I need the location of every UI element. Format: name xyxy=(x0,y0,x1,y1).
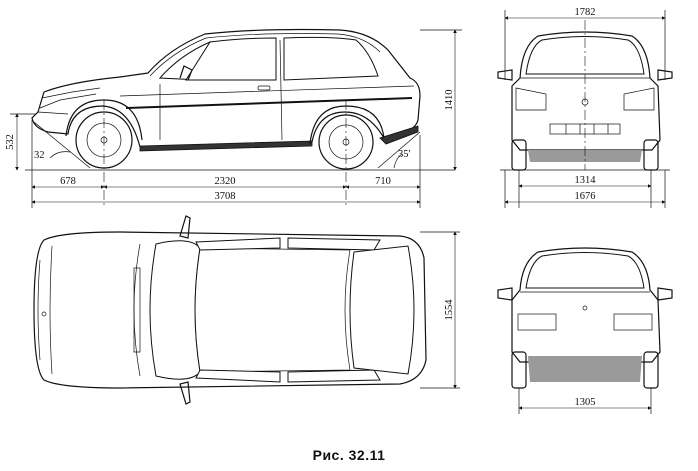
front-body-width: 1676 xyxy=(575,191,596,202)
front-overall-width: 1782 xyxy=(575,7,596,18)
side-rear-window xyxy=(283,36,379,81)
top-view: 1554 xyxy=(33,215,460,405)
top-windshield xyxy=(149,240,201,380)
front-overhang-height: 532 xyxy=(5,134,16,150)
front-track: 1314 xyxy=(575,175,597,186)
side-body-outline xyxy=(31,28,421,148)
approach-angle: 32 xyxy=(34,150,45,161)
top-body-outline xyxy=(33,231,427,389)
figure-caption: Рис. 32.11 xyxy=(312,447,386,463)
front-body-outline xyxy=(511,31,661,151)
front-view: 1782 1314 1676 xyxy=(497,7,673,208)
top-rear-window xyxy=(349,245,415,375)
side-view: 32 35' 1410 532 678 2320 710 3708 xyxy=(5,28,462,208)
top-width: 1554 xyxy=(444,299,455,321)
front-overhang: 678 xyxy=(60,176,76,187)
height-dim: 1410 xyxy=(444,90,455,111)
wheelbase: 2320 xyxy=(215,176,236,187)
rear-body-outline xyxy=(511,247,661,363)
side-door-window xyxy=(185,37,277,81)
rear-track: 1305 xyxy=(575,397,596,408)
rear-view: 1305 xyxy=(497,247,673,414)
overall-length: 3708 xyxy=(215,191,236,202)
departure-angle: 35' xyxy=(398,149,411,160)
rear-overhang: 710 xyxy=(375,176,391,187)
